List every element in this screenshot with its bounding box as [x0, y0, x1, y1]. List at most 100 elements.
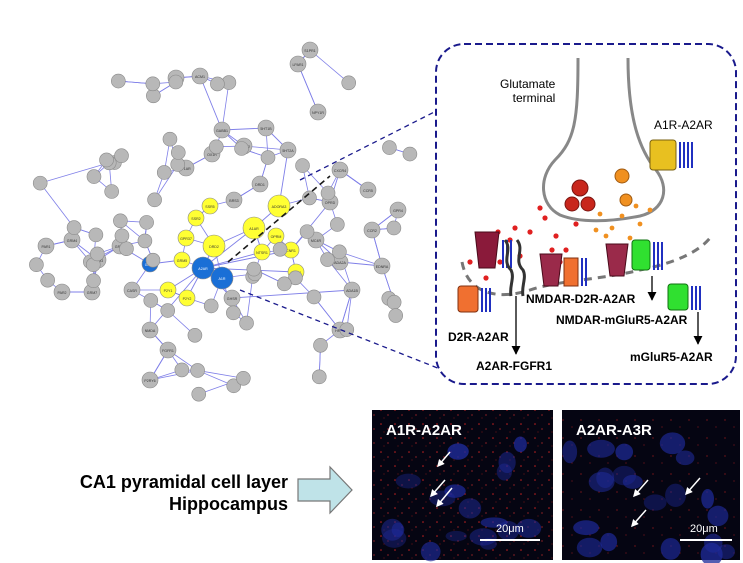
network-node [341, 75, 357, 91]
nuclei-a2ar-a3r [562, 432, 735, 563]
network-node [114, 148, 129, 164]
network-node [86, 169, 102, 184]
mglur5-a2ar-label: mGluR5-A2AR [630, 350, 713, 364]
cell-nucleus [445, 530, 467, 542]
arrow-markers [430, 451, 453, 508]
zoom-callout-line [299, 99, 459, 181]
network-node: ADORA3 [267, 194, 291, 218]
network-node-label: NPY1R [312, 111, 324, 115]
glutamate-dot [603, 233, 609, 239]
network-node [190, 363, 205, 378]
network-edge [40, 162, 110, 184]
a1r-a2ar-label: A1R-A2AR [654, 118, 713, 132]
network-node [386, 294, 402, 310]
network-node: P2Y1 [159, 281, 177, 299]
network-edge [297, 63, 319, 113]
d2r-a2ar-receptor [457, 285, 491, 313]
network-node-label: A1AR [249, 227, 259, 231]
network-node: 5HT1B [257, 119, 275, 137]
glutamate-dot [633, 203, 639, 209]
network-node-label: DRD1 [255, 183, 265, 187]
network-node-label: P2Y2 [183, 297, 192, 301]
network-node: P2RY6 [141, 371, 159, 389]
network-node [299, 224, 315, 239]
network-node-label: BRS3 [229, 199, 238, 203]
scale-label-2: 20μm [690, 523, 718, 535]
glutamate-dot [483, 275, 489, 281]
fgfr1-receptor [503, 239, 526, 297]
ca1-layer-label: CA1 pyramidal cell layer [79, 472, 288, 492]
network-node-label: NTSR1 [256, 251, 268, 255]
glutamate-terminal [542, 57, 666, 223]
network-node [187, 327, 203, 343]
glutamate-dot [563, 247, 569, 253]
network-node [295, 158, 310, 173]
cell-nucleus [498, 451, 516, 474]
cell-nucleus [381, 518, 404, 541]
network-node: GPR37 [177, 229, 195, 247]
glutamate-dot [497, 259, 503, 265]
network-node-label: GABB1 [216, 129, 228, 133]
zoom-callout-line [239, 289, 469, 381]
network-node: PAR2 [53, 283, 71, 301]
cell-nucleus [701, 489, 715, 509]
network-node-label: 5HT2A [282, 149, 294, 153]
cell-nucleus [573, 520, 599, 536]
network-node [139, 215, 154, 230]
network-node [272, 241, 288, 257]
network-node [114, 228, 130, 244]
network-node: CXCR4 [331, 161, 349, 179]
zoom-callout-line [227, 175, 331, 263]
cell-nucleus [444, 484, 466, 498]
network-node [402, 146, 418, 162]
glutamate-dot [537, 205, 543, 211]
network-node [320, 252, 335, 267]
a1r-a2ar-receptor [649, 139, 693, 171]
network-node-label: 5HT1B [260, 127, 272, 131]
network-node [160, 303, 176, 318]
scale-label-1: 20μm [496, 523, 524, 535]
cell-nucleus [447, 443, 469, 460]
network-node [226, 378, 242, 394]
network-node: DRD1 [251, 175, 269, 193]
network-node-label: NMDA [145, 329, 156, 333]
glutamate-dot [619, 213, 625, 219]
network-node-label: OPRM [271, 235, 282, 239]
network-node: CNR1 [282, 241, 300, 259]
arrow-markers [631, 477, 701, 528]
network-node: CASR [123, 281, 141, 299]
network-node-label: S1PR1 [304, 49, 315, 53]
glutamate-dot [593, 227, 599, 233]
vesicles [564, 168, 633, 212]
network-node [143, 293, 159, 308]
cell-nucleus [588, 471, 615, 493]
cell-nucleus [675, 450, 695, 466]
network-node-label: PAR2 [57, 291, 66, 295]
cell-nucleus [496, 463, 513, 481]
network-node [99, 152, 114, 168]
network-node: NTSR1 [253, 243, 271, 261]
cell-nucleus [516, 518, 542, 538]
network-node: S1PR1 [301, 41, 319, 59]
network-node [170, 145, 186, 160]
glutamate-dot [542, 215, 548, 221]
network-node [191, 386, 207, 402]
network-node: A1AR [242, 216, 266, 240]
network-node [88, 227, 104, 243]
glutamate-dot [553, 233, 559, 239]
cell-nucleus [615, 443, 634, 461]
network-node-label: A1R [219, 277, 226, 281]
network-edge [309, 49, 349, 84]
network-node-label: PAR1 [41, 245, 50, 249]
network-node-label: GRM5 [177, 259, 187, 263]
network-edge [197, 370, 244, 379]
network-node-label: LPAR1 [292, 63, 303, 67]
network-node [162, 131, 178, 147]
network-node-label: GHSR [227, 297, 238, 301]
network-node-label: GPR4 [393, 209, 403, 213]
network-node [332, 244, 347, 260]
d2r-a2ar-label: D2R-A2AR [448, 330, 509, 344]
network-node-label: GPR37 [180, 237, 192, 241]
network-node [386, 220, 402, 236]
